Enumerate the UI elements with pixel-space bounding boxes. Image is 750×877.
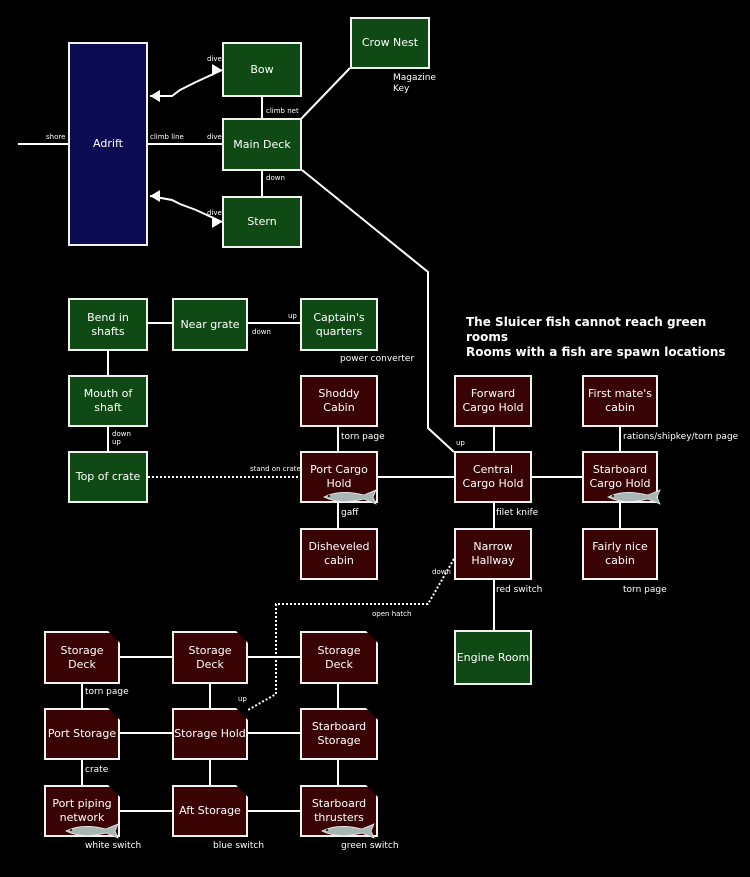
room-forward-cargo-hold: Forward Cargo Hold — [454, 375, 532, 427]
label-down-narrow: down — [432, 568, 451, 576]
room-label: Engine Room — [456, 650, 530, 664]
room-label: Central Cargo Hold — [462, 463, 524, 490]
room-captains-quarters: Captain's quarters — [300, 298, 378, 351]
fish-icon — [607, 489, 661, 505]
room-starboard-storage: Starboard Storage — [300, 708, 378, 760]
room-first-mates-cabin: First mate's cabin — [582, 375, 658, 427]
legend-line-1: The Sluicer fish cannot reach green room… — [466, 315, 707, 344]
legend-line-2: Rooms with a fish are spawn locations — [466, 345, 726, 359]
label-shore: shore — [46, 133, 66, 141]
room-bow: Bow — [222, 42, 302, 97]
room-fairly-nice-cabin: Fairly nice cabin — [582, 528, 658, 580]
room-central-cargo-hold: Central Cargo Hold — [454, 451, 532, 503]
item-torn-page-storage: torn page — [85, 687, 129, 697]
item-crate: crate — [85, 765, 109, 775]
label-up-central: up — [456, 439, 465, 447]
room-shoddy-cabin: Shoddy Cabin — [300, 375, 378, 427]
room-adrift: Adrift — [68, 42, 148, 246]
label-down-up-shaft: down up — [112, 430, 131, 446]
room-mouth-of-shaft: Mouth of shaft — [68, 375, 148, 427]
room-storage-deck-2: Storage Deck — [172, 631, 248, 684]
label-down-main: down — [266, 174, 285, 182]
room-storage-deck-3: Storage Deck — [300, 631, 378, 684]
room-label: Port Storage — [47, 727, 117, 740]
room-port-cargo-hold: Port Cargo Hold — [300, 451, 378, 503]
room-label: Near grate — [180, 317, 240, 331]
room-crow-nest: Crow Nest — [350, 17, 430, 69]
item-filet-knife: filet knife — [496, 508, 539, 518]
room-label: Top of crate — [75, 470, 141, 483]
room-label: Stern — [247, 215, 277, 228]
room-label: Starboard Storage — [311, 720, 367, 747]
room-label: Adrift — [93, 137, 123, 150]
room-label: First mate's cabin — [588, 387, 652, 414]
item-gaff: gaff — [341, 508, 359, 518]
room-stern: Stern — [222, 196, 302, 248]
room-label: Main Deck — [233, 137, 291, 151]
room-label: Starboard Cargo Hold — [589, 463, 651, 490]
item-blue-switch: blue switch — [213, 841, 265, 851]
room-label: Fairly nice cabin — [592, 540, 648, 567]
label-dive-main: dive — [207, 133, 222, 141]
room-label: Bow — [250, 62, 274, 76]
item-rations: rations/shipkey/torn page — [623, 432, 739, 442]
room-top-of-crate: Top of crate — [68, 451, 148, 503]
room-label: Forward Cargo Hold — [462, 387, 524, 414]
room-label: Storage Hold — [174, 727, 246, 740]
label-climb-net: climb net — [266, 107, 299, 115]
label-up-storage: up — [238, 695, 247, 703]
fish-icon — [321, 823, 375, 839]
item-magazine-key: Magazine Key — [393, 73, 436, 94]
room-narrow-hallway: Narrow Hallway — [454, 528, 532, 580]
item-power-converter: power converter — [340, 354, 415, 364]
label-up-captain: up — [288, 312, 297, 320]
room-port-storage: Port Storage — [44, 708, 120, 760]
item-green-switch: green switch — [341, 841, 399, 851]
label-dive-stern: dive — [207, 209, 222, 217]
room-aft-storage: Aft Storage — [172, 785, 248, 837]
room-label: Mouth of shaft — [83, 387, 133, 414]
room-bend-in-shafts: Bend in shafts — [68, 298, 148, 351]
label-climb-line: climb line — [150, 133, 184, 141]
room-label: Starboard thrusters — [311, 797, 367, 824]
label-open-hatch: open hatch — [372, 610, 412, 618]
item-red-switch: red switch — [496, 585, 543, 595]
fish-icon — [323, 489, 377, 505]
room-label: Crow Nest — [361, 36, 419, 49]
room-label: Disheveled cabin — [308, 540, 370, 567]
room-label: Narrow Hallway — [471, 540, 515, 567]
item-white-switch: white switch — [85, 841, 142, 851]
room-label: Shoddy Cabin — [318, 387, 360, 414]
room-storage-hold: Storage Hold — [172, 708, 248, 760]
room-storage-deck-1: Storage Deck — [44, 631, 120, 684]
label-dive-bow: dive — [207, 55, 222, 63]
room-disheveled-cabin: Disheveled cabin — [300, 528, 378, 580]
room-label: Storage Deck — [60, 643, 104, 671]
label-down-captain: down — [252, 328, 271, 336]
fish-icon — [65, 823, 119, 839]
room-near-grate: Near grate — [172, 298, 248, 351]
room-label: Storage Deck — [317, 643, 361, 671]
room-label: Captain's quarters — [313, 310, 365, 338]
room-label: Bend in shafts — [87, 310, 129, 338]
room-label: Port Cargo Hold — [310, 463, 368, 490]
room-main-deck: Main Deck — [222, 118, 302, 171]
label-stand-on-crate: stand on crate — [250, 465, 301, 473]
room-label: Storage Deck — [188, 643, 232, 671]
room-label: Aft Storage — [179, 804, 241, 817]
room-engine-room: Engine Room — [454, 630, 532, 685]
room-label: Port piping network — [52, 797, 112, 824]
item-torn-page-shoddy: torn page — [341, 432, 385, 442]
legend-note: The Sluicer fish cannot reach green room… — [466, 315, 750, 360]
item-torn-page-fairly: torn page — [623, 585, 667, 595]
